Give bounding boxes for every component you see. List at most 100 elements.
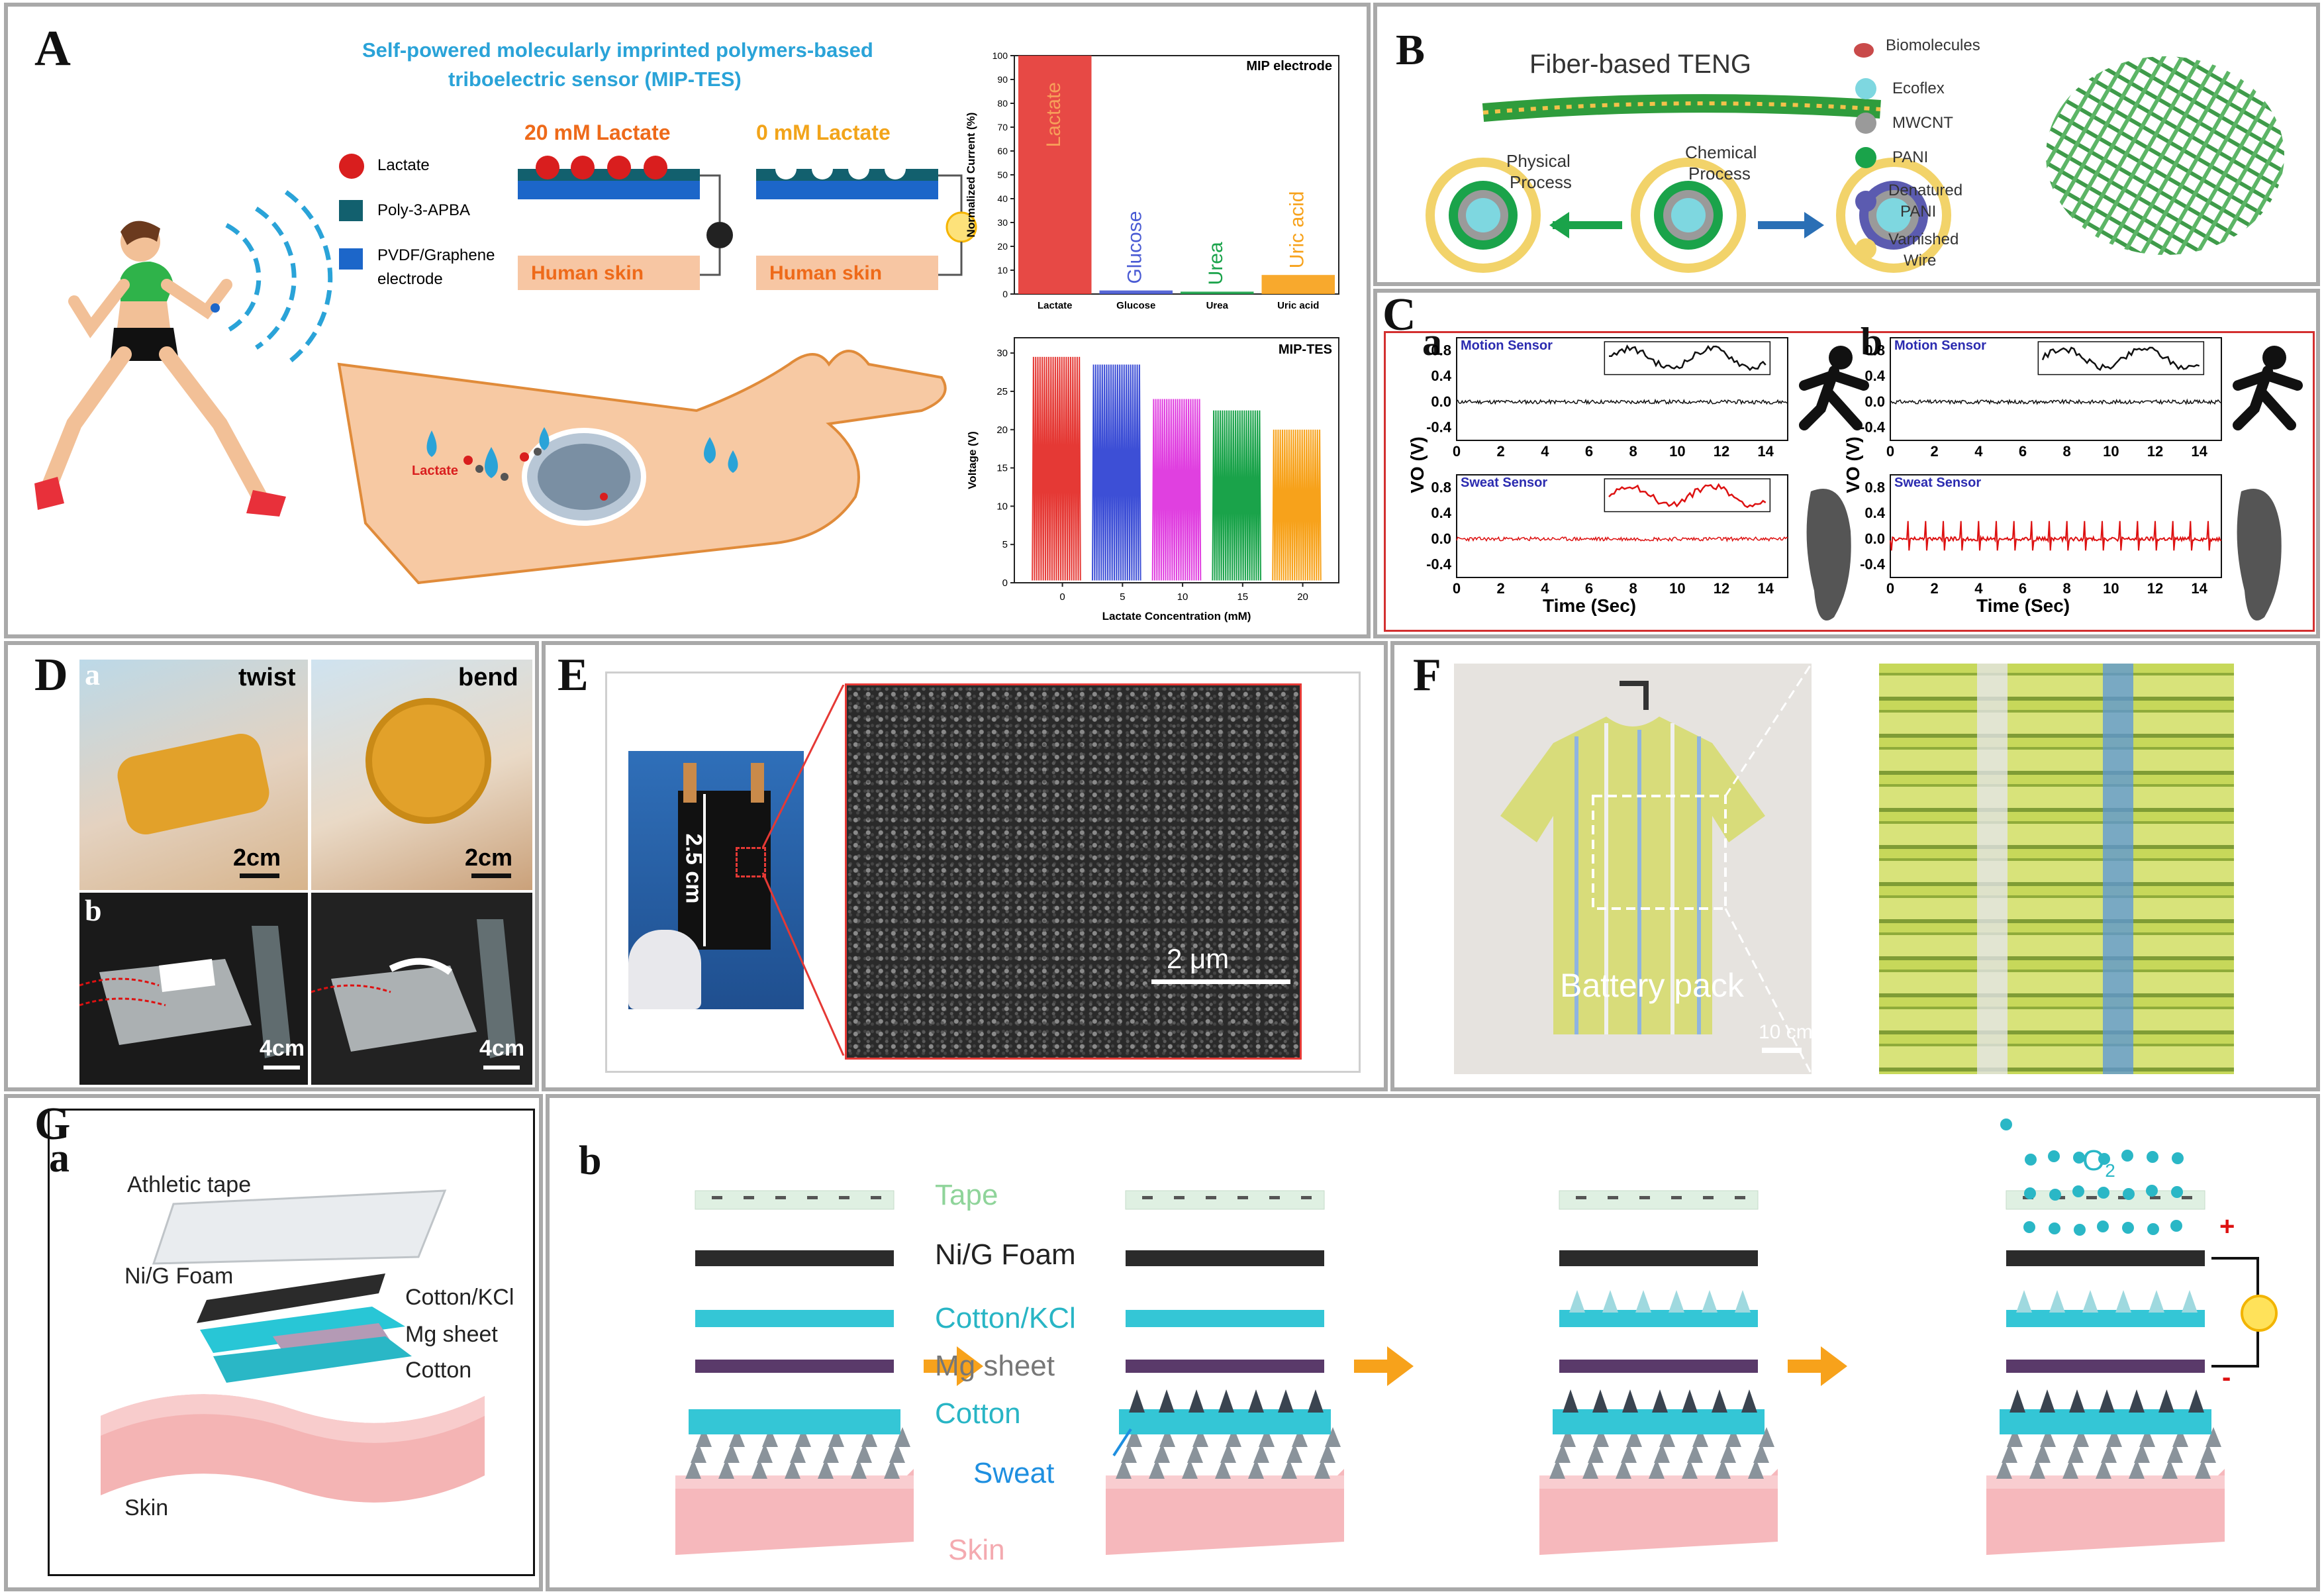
skin-block-2 — [756, 256, 938, 290]
stack-skin-2 — [1539, 1469, 1778, 1555]
microneedle — [1215, 1459, 1231, 1479]
sweat-pointer — [1112, 1428, 1132, 1457]
tape-hole — [2086, 1196, 2097, 1199]
microneedle — [696, 1427, 712, 1447]
c-b-sweat-x-tick-label: 8 — [2063, 580, 2071, 597]
microneedle — [1116, 1459, 1132, 1479]
ga-label-skin: Skin — [124, 1495, 169, 1520]
oxygen-bubble — [2072, 1185, 2084, 1197]
microneedle — [1621, 1443, 1637, 1463]
stack-cotton-kcl-1 — [1126, 1310, 1324, 1327]
oxygen-bubble — [2121, 1150, 2133, 1162]
mwcnt-icon — [1855, 113, 1876, 134]
microneedle — [1292, 1427, 1308, 1447]
microneedle — [1187, 1443, 1203, 1463]
sub-label-g-a: a — [49, 1136, 70, 1181]
c-a-motion-y-tick-label: 0.0 — [1431, 393, 1451, 410]
microneedle — [2101, 1443, 2117, 1463]
stack-foam-2 — [1559, 1250, 1758, 1266]
tape-hole — [1237, 1196, 1248, 1199]
c-b-motion-x-tick-label: 6 — [2019, 443, 2027, 460]
wicked-sweat-cone — [2049, 1290, 2065, 1313]
c-b-sweat-y-tick-label: -0.4 — [1860, 556, 1886, 573]
stack-mg-1 — [1126, 1360, 1324, 1373]
c-b-motion-x-tick-label: 12 — [2147, 443, 2163, 460]
microneedle — [818, 1459, 834, 1479]
c-b-sweat-x-tick-label: 14 — [2191, 580, 2207, 597]
microneedle — [757, 1443, 773, 1463]
panel-e: E 2.5 cm 2 μm — [542, 641, 1388, 1091]
oxygen-bubble — [2147, 1223, 2159, 1235]
scale-text-2: 2cm — [465, 844, 513, 871]
bar-inline-label: Glucose — [1124, 211, 1146, 284]
line-chart-title: MIP-TES — [1279, 342, 1332, 357]
fabric-blue-stripe — [2103, 664, 2133, 1074]
bar-y-tick-label: 80 — [997, 98, 1008, 109]
sub-label-c-b: b — [1861, 320, 1883, 364]
skin-block-1 — [518, 256, 700, 290]
sub-label-g-b: b — [579, 1138, 602, 1183]
tape-hole — [1269, 1196, 1280, 1199]
stack-cotton-1 — [1119, 1409, 1331, 1434]
oxygen-bubble — [2171, 1186, 2183, 1198]
bar-uric-acid — [1261, 275, 1335, 294]
ga-label-cotton: Cotton — [405, 1358, 472, 1383]
c-b-motion-y-tick-label: -0.4 — [1860, 419, 1886, 436]
line-x-tick-label: 0 — [1059, 591, 1065, 603]
microneedle — [2040, 1427, 2056, 1447]
ga-label-mg: Mg sheet — [405, 1322, 498, 1347]
c-b-sweat-x-tick-label: 4 — [1974, 580, 1983, 597]
gb-label-mg: Mg sheet — [935, 1350, 1055, 1382]
absorbed-sweat-cone — [2009, 1389, 2025, 1413]
absorbed-sweat-cone — [1563, 1389, 1578, 1413]
legend-mwcnt: MWCNT — [1892, 114, 1953, 132]
fabric-closeup — [1879, 664, 2234, 1074]
line-x-tick-label: 20 — [1297, 591, 1308, 603]
absorbed-sweat-cone — [1682, 1389, 1698, 1413]
c-b-motion-frame — [1890, 337, 2222, 441]
selection-box — [736, 847, 766, 877]
microneedle — [2200, 1443, 2216, 1463]
scale-text-3: 4cm — [260, 1036, 305, 1061]
line-y-tick-label: 30 — [996, 348, 1008, 359]
oxygen-bubble — [2146, 1185, 2158, 1197]
light-bulb-icon — [2241, 1295, 2278, 1332]
tape-hole — [2182, 1196, 2192, 1199]
absorbed-sweat-cone — [1652, 1389, 1668, 1413]
scale-text-1: 2cm — [233, 844, 281, 871]
microneedle — [1593, 1427, 1609, 1447]
c-a-sweat-y-tick-label: -0.4 — [1426, 556, 1452, 573]
tape-hole — [775, 1196, 786, 1199]
absorbed-sweat-cone — [1248, 1389, 1264, 1413]
panel-label-e: E — [557, 650, 589, 701]
c-b-motion-x-tick-label: 8 — [2063, 443, 2071, 460]
panel-e-inner-frame — [605, 672, 1361, 1073]
oxygen-bubble — [2024, 1187, 2036, 1199]
stack-cotton-kcl-0 — [695, 1310, 894, 1327]
microneedle — [2073, 1427, 2089, 1447]
stack-cotton-kcl-2 — [1559, 1310, 1758, 1327]
absorbed-sweat-cone — [2158, 1389, 2174, 1413]
c-a-sweat-trace — [1456, 536, 1788, 543]
panel-gb: b Tape Ni/G Foam Cotton/KCl Mg sheet Cot… — [546, 1094, 2320, 1591]
wicked-sweat-cone — [1702, 1290, 1718, 1313]
c-a-motion-inset — [1604, 341, 1771, 375]
varnished-wire-icon — [1855, 238, 1876, 260]
physical-process-2: Process — [1510, 172, 1572, 192]
legend-pani: PANI — [1892, 148, 1929, 166]
c-b-sweat-x-tick-label: 12 — [2147, 580, 2163, 597]
line-chart-frame — [1014, 337, 1339, 583]
tape-hole — [1703, 1196, 1714, 1199]
stack-skin-3 — [1986, 1469, 2225, 1555]
legend-electrode: electrode — [377, 270, 443, 288]
bend-circuit — [365, 698, 491, 824]
c-b-sweat-x-tick-label: 10 — [2103, 580, 2119, 597]
bar-chart-title: MIP electrode — [1246, 59, 1332, 74]
tape-hole — [2118, 1196, 2129, 1199]
oxygen-bubble — [2097, 1220, 2109, 1232]
wicked-sweat-cone — [2082, 1290, 2098, 1313]
c-b-y-axis-label: VO (V) — [1843, 436, 1863, 493]
stack-skin-0 — [675, 1469, 914, 1555]
microneedle — [2167, 1443, 2183, 1463]
